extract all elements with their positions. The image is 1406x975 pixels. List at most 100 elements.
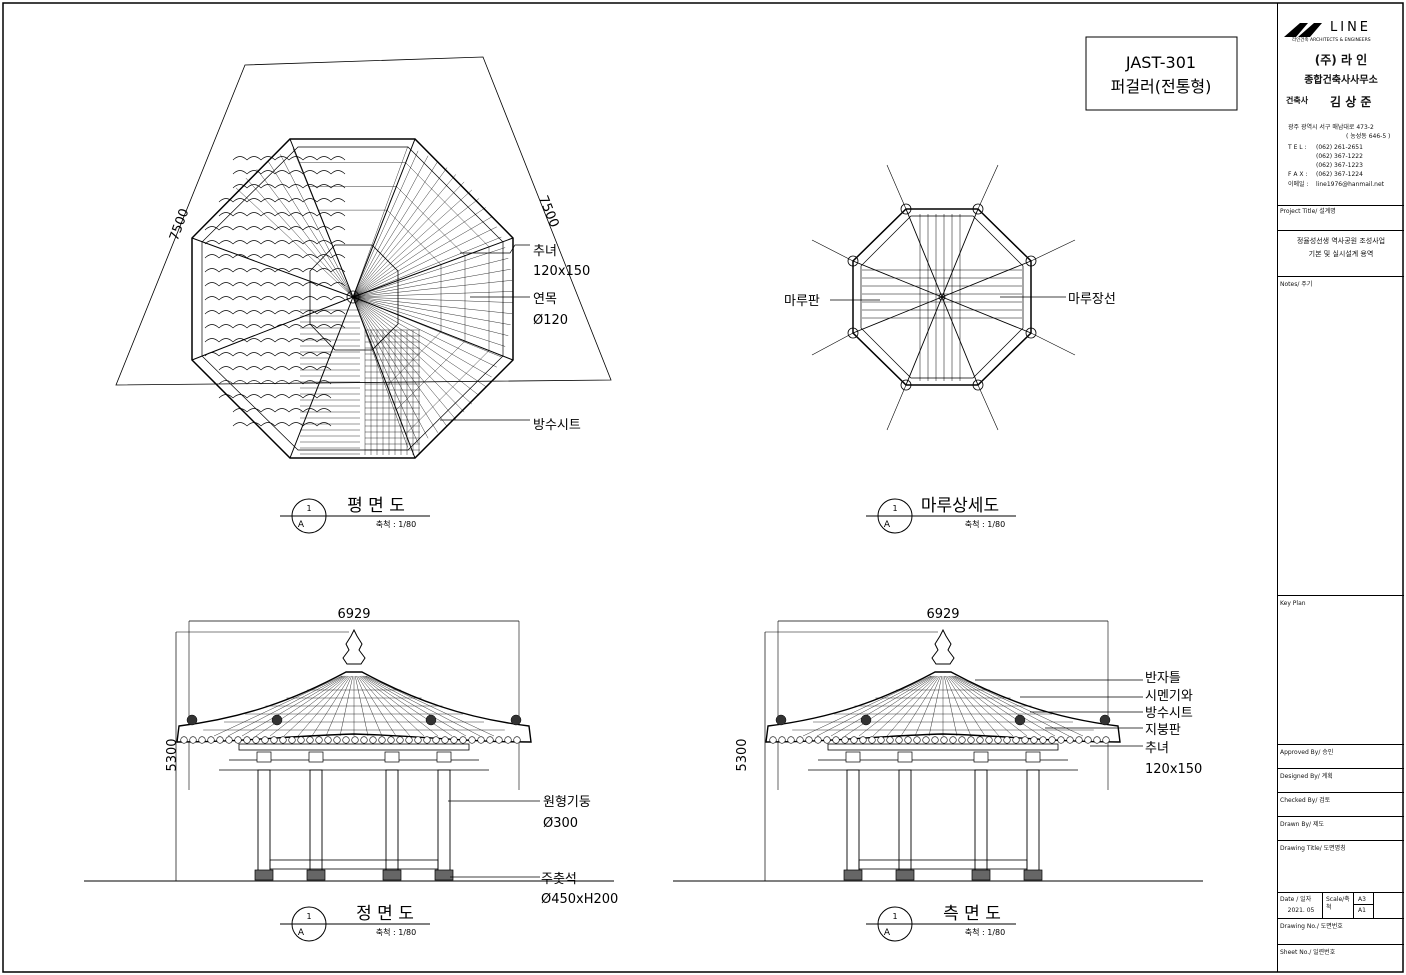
drawn-label: Drawn By/ 제도 — [1280, 821, 1325, 828]
key-plan-section: Key Plan — [1278, 595, 1404, 607]
plan-leaders — [440, 244, 530, 421]
front-no: 1 — [306, 912, 311, 921]
side-elevation-view — [673, 620, 1203, 882]
architect-role: 건축사 — [1286, 96, 1309, 105]
maru-label-marupan: 마루판 — [784, 294, 820, 309]
front-label-base: 주춧석 — [541, 872, 577, 887]
email-address: line1976@hanmail.net — [1316, 181, 1384, 188]
side-ref: A — [884, 928, 891, 938]
title-block: LINE 라인건축 ARCHITECTS & ENGINEERS (주) 라 인… — [1277, 3, 1404, 972]
maru-ref: A — [884, 520, 891, 530]
plan-label-bangsu: 방수시트 — [533, 418, 581, 433]
maru-label-marujangseon: 마루장선 — [1068, 292, 1116, 307]
side-title-mark: 1 A 측 면 도 축척 : 1/80 — [866, 904, 1016, 942]
checked-section: Checked By/ 검토 — [1278, 792, 1404, 804]
paper-divider — [1353, 904, 1373, 905]
approved-label: Approved By/ 승인 — [1280, 749, 1334, 756]
drawn-section: Drawn By/ 제도 — [1278, 816, 1404, 828]
date-label: Date / 일자 — [1280, 896, 1312, 903]
maru-scale: 축척 : 1/80 — [965, 520, 1005, 529]
maru-leaders — [830, 296, 1066, 301]
date-divider — [1322, 892, 1323, 918]
checked-label: Checked By/ 검토 — [1280, 797, 1331, 804]
address-line1: 광주 광역시 서구 매남대로 473-2 — [1288, 124, 1374, 131]
side-label-cement: 시멘기와 — [1145, 689, 1193, 704]
plan-dim-left: 7500 — [167, 207, 192, 243]
maru-title: 마루상세도 — [921, 496, 999, 516]
side-label-chunyeo: 추녀 — [1145, 741, 1169, 756]
tel-label: T E L : — [1288, 144, 1307, 151]
tel-2: (062) 367-1222 — [1316, 153, 1363, 160]
address-line2: ( 농성동 646-5 ) — [1346, 133, 1391, 140]
side-label-bangsu: 방수시트 — [1145, 706, 1193, 721]
maru-post-circles — [811, 164, 1076, 431]
drawing-no-section: Drawing No./ 도면번호 — [1278, 918, 1404, 930]
notes-section: Notes/ 주기 — [1278, 276, 1404, 288]
plan-label-chunyeo-size: 120x150 — [533, 264, 590, 279]
maru-no: 1 — [892, 504, 897, 513]
plan-floor-grid — [300, 309, 420, 455]
front-label-column: 원형기둥 — [543, 795, 591, 810]
plan-ref: A — [298, 520, 305, 530]
front-leaders — [448, 800, 540, 878]
front-ref: A — [298, 928, 305, 938]
email-label: 이메일 : — [1288, 181, 1309, 188]
maru-detail-view — [811, 164, 1076, 431]
drawing-code: JAST-301 — [1125, 53, 1196, 72]
plan-label-yeonmok-size: Ø120 — [533, 313, 568, 328]
side-label-chunyeo-size: 120x150 — [1145, 762, 1202, 777]
line-logo-icon: LINE 라인건축 ARCHITECTS & ENGINEERS — [1284, 20, 1371, 43]
key-plan-label: Key Plan — [1280, 600, 1306, 607]
plan-dim-right: 7500 — [535, 194, 561, 230]
plan-label-yeonmok: 연목 — [533, 292, 557, 307]
logo: LINE 라인건축 ARCHITECTS & ENGINEERS — [1278, 15, 1404, 45]
side-title: 측 면 도 — [943, 904, 1001, 924]
notes-label: Notes/ 주기 — [1280, 281, 1313, 288]
side-label-banja: 반자틀 — [1145, 671, 1181, 686]
project-title-line1: 정율성선생 역사공원 조성사업 — [1296, 237, 1386, 245]
side-dim-width: 6929 — [926, 607, 959, 622]
drawing-title-section: Drawing Title/ 도면명칭 — [1278, 840, 1404, 852]
front-label-column-size: Ø300 — [543, 816, 578, 831]
project-title-line2: 기본 및 실시설계 용역 — [1308, 250, 1374, 258]
project-title-divider — [1278, 230, 1404, 231]
side-label-jibung: 지붕판 — [1145, 723, 1181, 738]
drawing-code-box: JAST-301 퍼걸러(전통형) — [1085, 36, 1238, 111]
front-dim-width: 6929 — [337, 607, 370, 622]
sheet-no-section: Sheet No./ 일련번호 — [1278, 944, 1404, 956]
plan-title: 평 면 도 — [347, 496, 405, 516]
project-title-section: Project Title/ 설계명 — [1278, 205, 1404, 235]
sheet-no-label: Sheet No./ 일련번호 — [1280, 949, 1336, 956]
plan-rafters — [191, 138, 514, 459]
front-label-base-size: Ø450xH200 — [541, 892, 618, 907]
tel-3: (062) 367-1223 — [1316, 162, 1363, 169]
approved-section: Approved By/ 승인 — [1278, 744, 1404, 756]
svg-text:라인건축 ARCHITECTS & ENGINEERS: 라인건축 ARCHITECTS & ENGINEERS — [1292, 36, 1371, 43]
plan-title-mark: 1 A 평 면 도 축척 : 1/80 — [280, 496, 430, 534]
side-no: 1 — [892, 912, 897, 921]
plan-roof-tiles — [204, 156, 346, 427]
front-elevation-view — [84, 620, 614, 882]
designed-label: Designed By/ 계획 — [1280, 773, 1333, 780]
architect-name: 김 상 준 — [1330, 95, 1372, 109]
plan-view — [115, 56, 612, 459]
drawing-title-label: Drawing Title/ 도면명칭 — [1280, 845, 1346, 852]
fax-number: (062) 367-1224 — [1316, 171, 1363, 178]
date-value: 2021. 05 — [1287, 907, 1315, 914]
front-scale: 축척 : 1/80 — [376, 928, 416, 937]
scale-divider — [1353, 892, 1354, 918]
front-title-mark: 1 A 정 면 도 축척 : 1/80 — [280, 904, 430, 942]
paper-end-divider — [1373, 892, 1374, 918]
plan-label-chunyeo: 추녀 — [533, 244, 557, 259]
designed-section: Designed By/ 계획 — [1278, 768, 1404, 780]
svg-text:LINE: LINE — [1330, 20, 1371, 35]
plan-no: 1 — [306, 504, 311, 513]
front-title: 정 면 도 — [356, 904, 414, 924]
plan-dimension-outline — [115, 56, 612, 386]
tel-1: (062) 261-2651 — [1316, 144, 1363, 151]
maru-joist-lines — [852, 208, 1032, 386]
project-title-label: Project Title/ 설계명 — [1280, 208, 1336, 215]
front-dim-height: 5300 — [165, 738, 180, 771]
